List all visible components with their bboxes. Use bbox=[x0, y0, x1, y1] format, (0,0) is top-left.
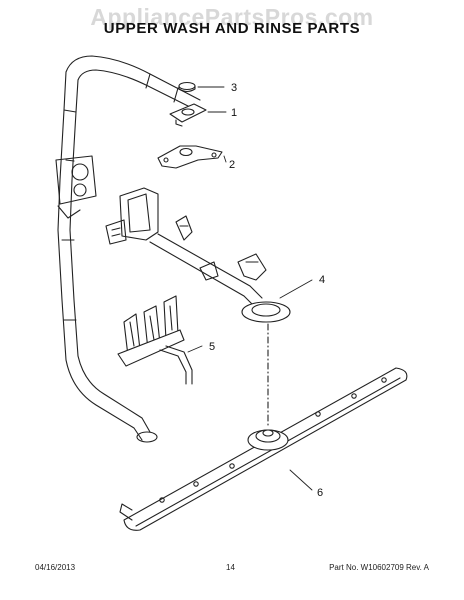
callout-4: 4 bbox=[319, 274, 325, 286]
part-2-bracket bbox=[157, 145, 223, 169]
page-title: UPPER WASH AND RINSE PARTS bbox=[103, 20, 361, 37]
footer-date: 04/16/2013 bbox=[35, 563, 76, 572]
part-3-cap bbox=[178, 81, 196, 93]
supply-tube bbox=[55, 55, 201, 443]
footer-page-number: 14 bbox=[226, 563, 235, 572]
footer-part-number: Part No. W10602709 Rev. A bbox=[329, 563, 429, 572]
callout-2: 2 bbox=[229, 159, 235, 171]
part-1-hub bbox=[169, 103, 207, 127]
callout-1: 1 bbox=[231, 107, 237, 119]
part-4-manifold bbox=[105, 187, 291, 323]
watermark: AppliancePartsPros.com bbox=[90, 4, 374, 30]
callout-5: 5 bbox=[209, 341, 215, 353]
callout-3: 3 bbox=[231, 82, 237, 94]
part-5-bracket bbox=[117, 295, 193, 385]
leader-lines bbox=[187, 86, 313, 491]
part-6-spray-arm bbox=[119, 367, 408, 531]
callout-6: 6 bbox=[317, 487, 323, 499]
